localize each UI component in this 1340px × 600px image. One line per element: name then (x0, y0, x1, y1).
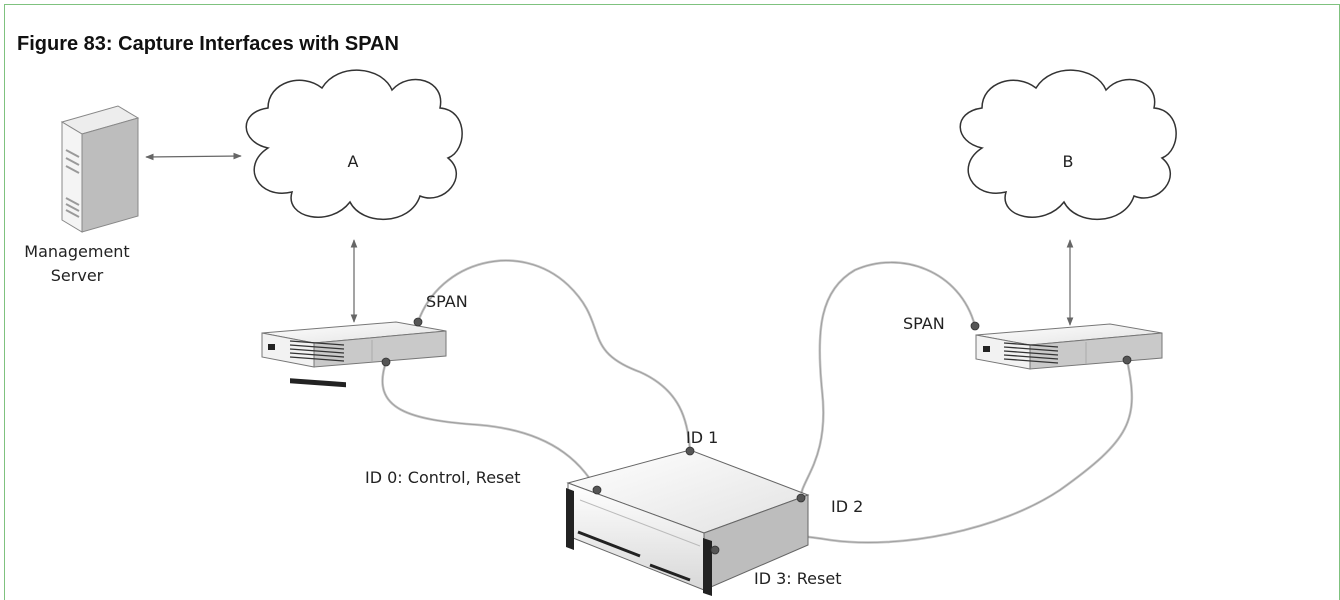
cloud-b-shape (959, 69, 1177, 221)
appliance-port-id3-label: ID 3: Reset (754, 569, 841, 588)
cloud-a-shape (245, 69, 463, 221)
switch-a-port-dot (381, 357, 391, 367)
management-server-label-line1: Management (24, 242, 129, 261)
span-b-port-dot (970, 321, 980, 331)
switch-b-port-dot (1122, 355, 1132, 365)
switch-a-icon (261, 321, 447, 388)
span-b-label: SPAN (903, 314, 945, 333)
cloud-a-label: A (348, 152, 359, 171)
management-server-label-line2: Server (51, 266, 104, 285)
id1-port-dot (685, 446, 695, 456)
cloud-b-label: B (1063, 152, 1074, 171)
id0-port-dot (592, 485, 602, 495)
appliance-port-id2-label: ID 2 (831, 497, 863, 516)
capture-appliance-icon (566, 449, 810, 596)
span-a-label: SPAN (426, 292, 468, 311)
id3-port-dot (710, 545, 720, 555)
appliance-port-id1-label: ID 1 (686, 428, 718, 447)
id2-port-dot (796, 493, 806, 503)
server-cloud-a-link (145, 152, 242, 161)
management-server-icon (60, 105, 140, 233)
appliance-port-id0-label: ID 0: Control, Reset (365, 468, 520, 487)
cable-span-b-to-id2 (799, 261, 977, 499)
figure-title: Figure 83: Capture Interfaces with SPAN (17, 33, 399, 55)
span-a-port-dot (413, 317, 423, 327)
switch-b-icon (975, 323, 1163, 370)
port-dots (381, 317, 1132, 555)
